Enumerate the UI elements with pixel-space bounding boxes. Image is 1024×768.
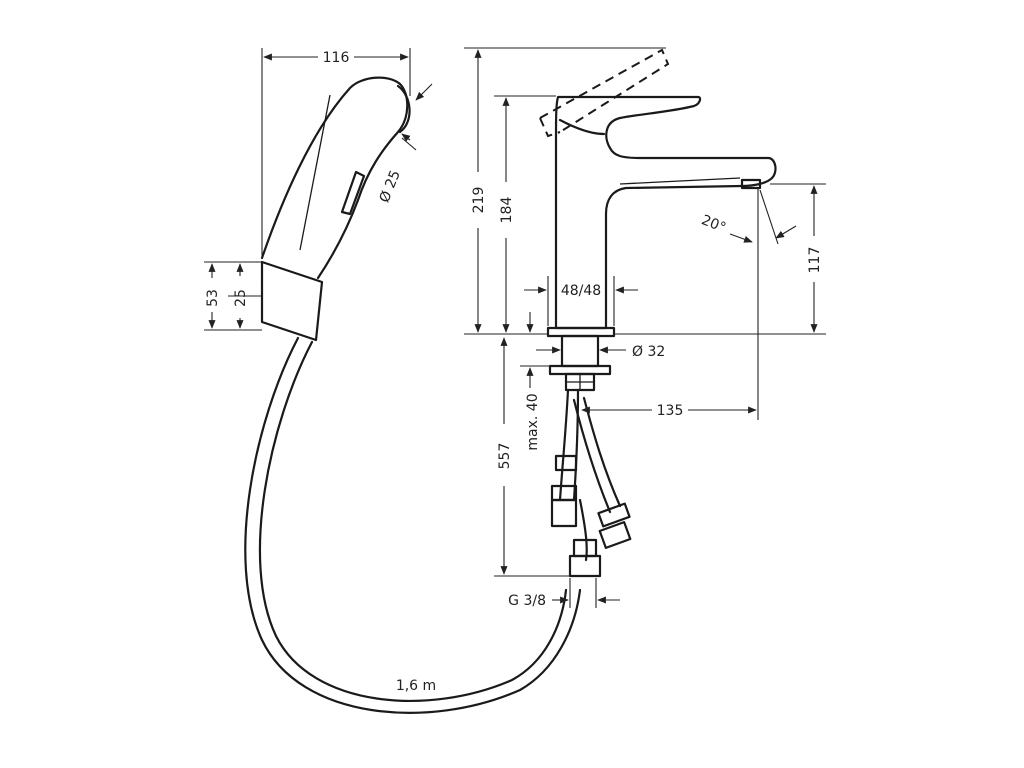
- wall-holder: [260, 260, 324, 342]
- dimension-base-diameter: 48/48: [524, 276, 638, 326]
- dimension-spout-height: 184: [494, 95, 556, 333]
- label-holder-height: 53: [205, 289, 221, 307]
- label-spray-diameter: Ø 25: [377, 168, 404, 205]
- label-connection-thread: G 3/8: [508, 593, 546, 609]
- label-shank-diameter: Ø 32: [632, 344, 665, 360]
- faucet-body: [554, 95, 777, 330]
- label-spout-clearance: 117: [807, 247, 823, 274]
- label-reach: 135: [657, 403, 684, 419]
- hand-shower: [260, 76, 411, 280]
- dimension-holder: 53 25: [204, 261, 262, 331]
- label-handshower-width: 116: [323, 50, 350, 66]
- supply-hoses: [550, 388, 632, 578]
- dimension-spout-clearance: 117: [614, 183, 826, 335]
- faucet-base: [546, 326, 616, 392]
- lever-open-position: [539, 48, 670, 138]
- dimension-total-height: 219: [464, 47, 666, 335]
- dimension-hose-drop: 557: [494, 337, 570, 577]
- dimension-spray-angle: 20°: [699, 188, 797, 420]
- label-countertop-max: max. 40: [525, 393, 541, 450]
- label-spray-angle: 20°: [699, 212, 728, 236]
- label-hose-drop: 557: [497, 443, 513, 470]
- dimension-handshower-width: 116: [261, 48, 411, 258]
- dimension-shank-diameter: Ø 32: [536, 344, 665, 360]
- label-total-height: 219: [471, 187, 487, 214]
- dimension-countertop-max: max. 40: [520, 312, 550, 451]
- label-spout-height: 184: [499, 197, 515, 224]
- dimension-connection-thread: G 3/8: [508, 578, 620, 609]
- dimension-reach: 135: [581, 403, 757, 419]
- shower-hose: [244, 336, 582, 714]
- label-hose-length: 1,6 m: [396, 678, 436, 694]
- label-base-diameter: 48/48: [561, 283, 601, 299]
- label-holder-inner: 25: [233, 289, 249, 307]
- dimension-spray-diameter: Ø 25: [377, 83, 433, 205]
